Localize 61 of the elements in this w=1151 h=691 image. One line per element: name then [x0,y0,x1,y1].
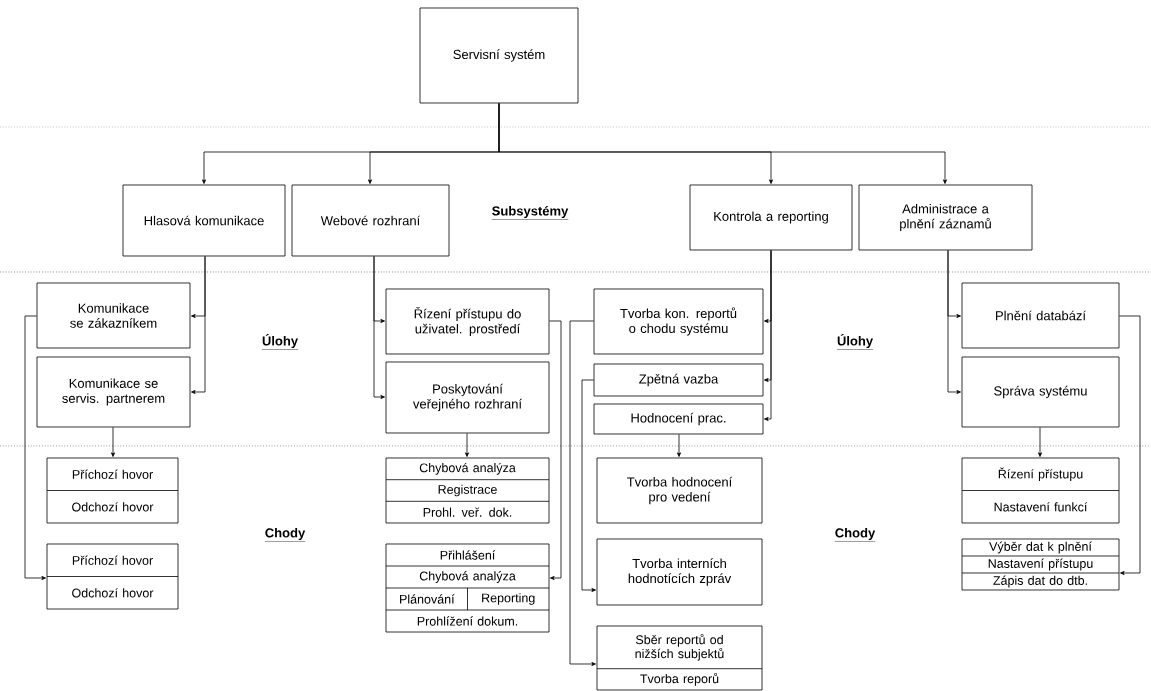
arrow [1038,427,1042,457]
arrow [373,256,385,399]
cell-text: Příchozí hovor [72,555,153,565]
cell-text: Odchozí hovor [72,502,154,512]
process-box: Webové rozhraní [291,184,450,257]
stacked-box [46,543,179,610]
arrow [764,250,772,421]
arrow [581,379,596,592]
arrow [498,103,947,184]
process-box: Poskytování veřejného rozhraní [385,361,550,434]
cell-text: Prohl. veř. dok. [423,507,512,517]
cell-text: Reporting [482,593,535,605]
cell-text: Výběr dat k plnění [989,541,1092,554]
cell-text: Chybová analýza [419,571,516,583]
cell-text: Zápis dat do dtb. [993,575,1087,588]
process-box: Servisní systém [419,7,579,104]
arrow [677,434,681,457]
process-box: Řízení přístupu do uživatel. prostředí [385,288,550,355]
cell-text: Příchozí hovor [72,469,153,479]
arrow [111,427,115,457]
stacked-box [46,457,179,524]
cell-text: Tvorba reporů [640,672,719,686]
process-box: Tvorba kon. reportů o chodu systému [593,288,764,355]
arrow [549,320,562,580]
stacked-box [961,538,1120,591]
cell-text: Chybová analýza [419,462,516,475]
process-box: Administrace a plnění záznamů [858,184,1033,251]
section-label: Subsystémy [491,205,569,220]
cell-text: Prohlížení dokum. [417,616,518,626]
process-box: Tvorba hodnocení pro vedení [596,457,763,524]
process-box: Kontrola a reporting [689,184,853,251]
cell-text: Plánování [400,594,455,604]
arrow [1119,315,1141,575]
section-label: Chody [834,527,876,542]
process-box: Komunikace se zákazníkem [36,282,191,349]
stacked-box [961,457,1120,524]
process-box: Plnění databází [961,282,1120,349]
cell-text: Řízení přístupu [998,467,1083,481]
cell-text: Odchozí hovor [72,588,154,598]
arrow [465,433,469,457]
process-box: Komunikace se servis. partnerem [36,356,191,428]
process-box: Hlasová komunikace [122,184,286,257]
cell-text: Sběr reportů od nižších subjektů [635,633,724,661]
process-box: Správa systému [961,356,1120,428]
arrow [191,256,206,394]
cell-text: Nastavení přístupu [988,558,1093,571]
arrow [947,250,961,394]
stacked-box [596,625,763,691]
section-label: Chody [264,527,306,542]
arrow [569,320,596,666]
cell-text: Nastavení funkcí [994,502,1088,512]
cell-text: Přihlášení [440,550,496,560]
process-box: Hodnocení prac. [593,403,764,435]
arrow [24,315,46,580]
cell-text: Registrace [438,484,497,497]
process-box: Zpětná vazba [593,363,764,397]
stacked-box [385,543,550,633]
process-box: Tvorba interních hodnotících zpráv [596,538,763,606]
section-label: Úlohy [836,333,874,350]
stacked-box [385,457,550,524]
section-label: Úlohy [261,333,299,350]
